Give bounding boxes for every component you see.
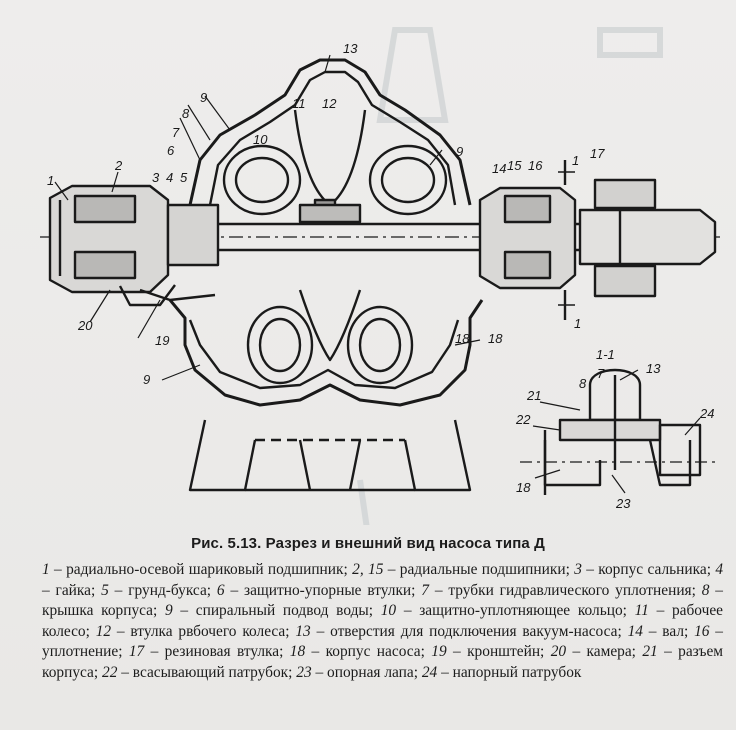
part-label-10: 11	[292, 96, 306, 111]
part-label-4: 5	[180, 170, 188, 185]
legend-text: – защитно-уплотняющее кольцо;	[396, 602, 635, 619]
part-label-2: 3	[152, 170, 160, 185]
part-label-30: 22	[515, 412, 531, 427]
legend-number: 24	[421, 663, 438, 681]
legend-text: – корпус насоса;	[305, 643, 432, 660]
legend-text: – крышка корпуса;	[42, 581, 723, 620]
part-label-6: 7	[172, 125, 180, 140]
legend-number: 20	[550, 643, 567, 660]
part-label-25: 1-1	[596, 347, 615, 362]
legend-number: 9	[164, 602, 173, 619]
part-label-27: 8	[579, 376, 587, 391]
legend-text: – разъем корпуса;	[42, 643, 724, 681]
part-label-1: 2	[114, 158, 123, 173]
leader-lines	[54, 54, 701, 494]
legend-number: 18	[289, 643, 306, 660]
legend-text: – резиновая втулка;	[144, 643, 290, 660]
legend-number: 14	[627, 622, 643, 640]
part-label-26: 7	[597, 366, 605, 381]
part-label-17: 18	[488, 331, 503, 346]
background-ghost-image	[357, 27, 663, 525]
legend-number: 21	[642, 643, 658, 660]
part-label-0: 1	[47, 173, 54, 188]
part-label-32: 18	[516, 480, 531, 495]
pump-drawing: 12345678910111213141516171819209918111-1…	[40, 27, 720, 525]
part-label-15: 16	[528, 158, 543, 173]
legend-text: – трубки гидравлического уплотнения;	[428, 581, 702, 599]
part-label-31: 24	[699, 406, 714, 421]
legend-number: 6	[216, 581, 225, 599]
legend-number: 22	[102, 663, 118, 681]
part-label-11: 12	[322, 96, 337, 111]
legend-number: 23	[296, 663, 312, 681]
part-label-9: 10	[253, 132, 268, 147]
legend-text: – вал;	[642, 622, 695, 640]
part-label-21: 9	[456, 144, 463, 159]
part-label-23: 1	[572, 153, 579, 168]
legend-text: – камера;	[566, 643, 643, 660]
legend-text: – уплотнение;	[42, 622, 723, 661]
legend-number: 16	[694, 622, 710, 640]
legend-number: 2, 15	[352, 561, 384, 578]
legend-number: 7	[421, 581, 429, 599]
part-label-3: 4	[166, 170, 173, 185]
part-label-12: 13	[343, 41, 358, 56]
legend-text: – кронштейн;	[446, 643, 551, 660]
legend-text: – грунд-букса;	[108, 581, 217, 599]
legend-number: 1	[42, 561, 50, 578]
part-label-24: 1	[574, 316, 581, 331]
figure-caption: Рис. 5.13. Разрез и внешний вид насоса т…	[191, 535, 545, 552]
legend-number: 3	[574, 561, 582, 578]
legend-number: 13	[295, 622, 311, 640]
legend-text: – радиально-осевой шариковый подшипник;	[49, 561, 353, 578]
legend-text: – защитно-упорные втулки;	[224, 581, 422, 599]
part-label-20: 9	[143, 372, 150, 387]
part-label-14: 15	[507, 158, 522, 173]
legend-text: – гайка;	[42, 581, 102, 599]
legend-number: 19	[431, 643, 447, 660]
part-label-16: 17	[590, 146, 605, 161]
legend-text: – отверстия для подключения вакуум-насос…	[310, 622, 628, 640]
legend-number: 10	[380, 602, 397, 619]
legend-text: – втулка рвбочего колеса;	[111, 622, 296, 640]
legend-number: 12	[95, 622, 112, 640]
part-label-28: 13	[646, 361, 661, 376]
legend-text: – радиальные подшипники;	[383, 561, 575, 578]
part-label-33: 23	[615, 496, 631, 511]
legend-text: – напорный патрубок	[437, 663, 582, 681]
part-label-18: 19	[155, 333, 169, 348]
legend-text: – всасывающий патрубок;	[117, 663, 297, 681]
drawing-lines	[40, 58, 720, 495]
legend-number: 8	[701, 581, 710, 599]
legend-number: 17	[128, 643, 145, 660]
part-label-13: 14	[492, 161, 506, 176]
legend-text: – рабочее колесо;	[42, 602, 724, 640]
legend-number: 11	[634, 602, 649, 619]
legend-number: 5	[101, 581, 109, 599]
figure-legend: 1 – радиально-осевой шариковый подшипник…	[42, 560, 723, 683]
legend-text: – опорная лапа;	[311, 663, 422, 681]
legend-text: – корпус сальника;	[581, 561, 716, 578]
part-label-8: 9	[200, 90, 207, 105]
legend-text: – спиральный подвод воды;	[172, 602, 381, 619]
legend-number: 4	[715, 561, 724, 578]
part-label-29: 21	[526, 388, 541, 403]
part-label-5: 6	[167, 143, 175, 158]
part-label-19: 20	[77, 318, 93, 333]
part-label-22: 18	[455, 331, 470, 346]
part-label-7: 8	[182, 106, 190, 121]
